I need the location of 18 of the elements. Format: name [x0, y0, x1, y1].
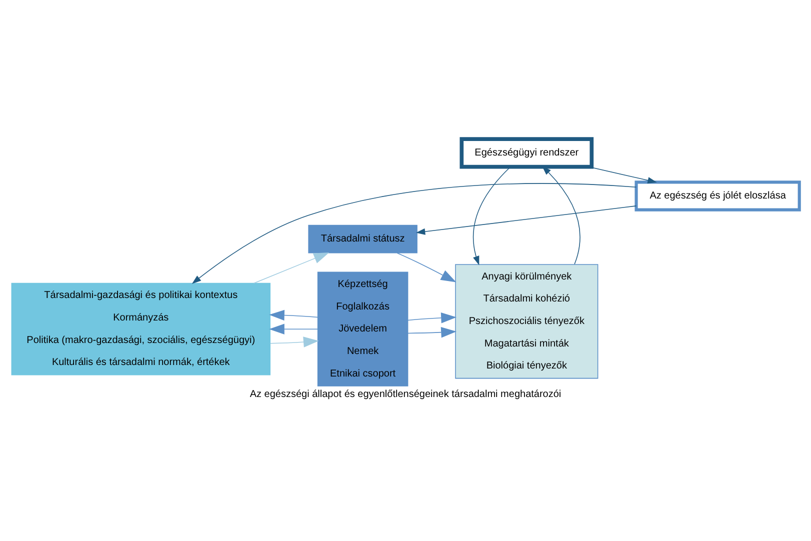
arrow: [408, 312, 456, 323]
arrow: [396, 252, 456, 282]
node-box: Anyagi körülmények Társadalmi kohézió Pszichoszociális tényezők Magatartási minták Biológiai tényezők: [455, 264, 598, 378]
arrow: [192, 182, 637, 284]
node-box: Egészségügyi rendszer: [460, 136, 594, 168]
arrow: [472, 166, 511, 265]
arrow: [408, 326, 456, 338]
arrow: [270, 336, 319, 347]
node-box: Képzettség Foglalkozás Jövedelem Nemek Etnikai csoport: [317, 271, 408, 386]
node-box: Társadalmi-gazdasági és politikai kontextus Kormányzás Politika (makro-gazdasági, szociális, egészségügyi) Kulturális és társadalmi normák, értékek: [11, 282, 270, 375]
arrow: [542, 166, 580, 264]
arrow: [253, 252, 330, 284]
caption: Az egészségi állapot és egyenlőtlenségeinek társadalmi meghatározói: [250, 388, 562, 400]
arrow: [416, 205, 637, 234]
node-box: Társadalmi státusz: [308, 224, 418, 253]
node-box: Az egészség és jólét eloszlása: [634, 180, 801, 211]
arrow: [269, 323, 318, 334]
arrow: [269, 309, 318, 320]
